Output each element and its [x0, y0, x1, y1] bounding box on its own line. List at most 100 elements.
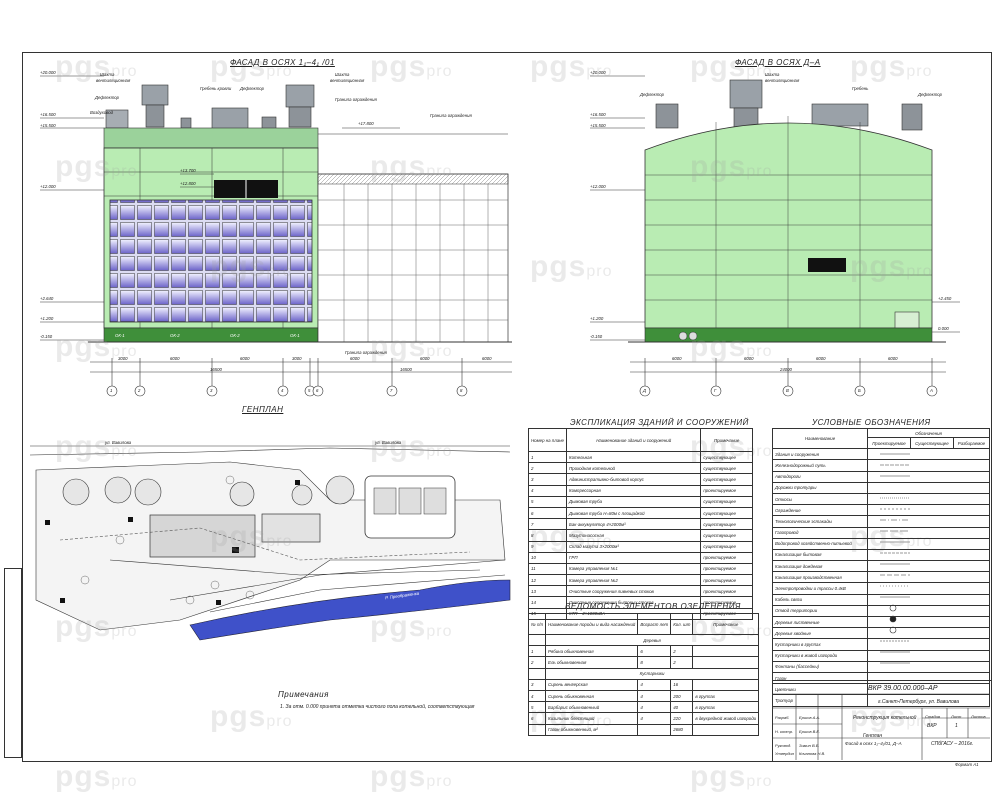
table-row: Дорожки тротуары	[772, 481, 990, 494]
sheet-desc: Фасад в осях 1₁–4₁/01, Д–А	[845, 741, 902, 746]
dimension: 6000	[170, 356, 180, 361]
table-row: Канализация дождевая	[772, 560, 990, 573]
facade-1-label: Гребень кровли	[200, 86, 232, 91]
elevation-mark: +12.000	[40, 184, 56, 189]
facade-2-label: Шахта	[765, 72, 780, 77]
table-row: Электропроводки и трассы 0.4кВ	[772, 582, 990, 595]
legend-title: УСЛОВНЫЕ ОБОЗНАЧЕНИЯ	[812, 418, 931, 427]
dimension: 6000	[350, 356, 360, 361]
axis-label: 5	[308, 388, 311, 393]
dimension: 3000	[118, 356, 128, 361]
col-header: Номер на плане	[528, 428, 567, 452]
elevation-mark: +17.800	[358, 121, 374, 126]
elevation-mark: +13.700	[180, 168, 196, 173]
facade-2-label: вентиляционная	[765, 78, 800, 83]
dimension-total: 24000	[780, 367, 792, 372]
col-header: Возраст лет	[637, 613, 672, 635]
facade-2-title: ФАСАД В ОСЯХ Д–А	[735, 58, 821, 67]
elevation-mark: 0.000	[938, 326, 949, 331]
facade-1-label: Дефлектор	[95, 95, 120, 100]
elevation-mark: +1.200	[40, 316, 54, 321]
dimension: 6000	[672, 356, 682, 361]
table-row: Технологические эстакады	[772, 515, 990, 528]
elevation-mark: +1.200	[590, 316, 604, 321]
person-name: Зимин В.Е.	[799, 743, 820, 748]
col-header: Разбираемое	[952, 436, 991, 450]
axis-label: 7	[390, 388, 393, 393]
facade-1-label: Гранила ограждения	[345, 350, 387, 355]
street-label: ул. Вавилова	[105, 440, 132, 445]
table-row: Здания и сооружения	[772, 448, 990, 461]
col-header: Существующее	[909, 436, 954, 450]
table-row: Кустарники в группах	[772, 638, 990, 651]
sheet-label: Генплан	[863, 733, 883, 739]
title-block: ВКР 39.00.00.000–АР г.Санкт-Петербург, у…	[772, 680, 992, 762]
dimension: 6000	[240, 356, 250, 361]
person-name: Ершов В.Е.	[799, 729, 821, 734]
col-header: Проектируемое	[867, 436, 911, 450]
dimension: 6000	[482, 356, 492, 361]
facade-1-label: вентиляционная	[330, 78, 365, 83]
plate-label: ОК-1	[115, 333, 125, 338]
table-row: Кабель связи	[772, 593, 990, 606]
axis-label: Г	[714, 388, 717, 393]
notes-title: Примечания	[278, 690, 329, 699]
genplan-title: ГЕНПЛАН	[242, 405, 284, 414]
explication-title: ЭКСПЛИКАЦИЯ ЗДАНИЙ И СООРУЖЕНИЙ	[570, 418, 749, 427]
drawing-code: ВКР 39.00.00.000–АР	[868, 685, 938, 692]
col-header: Примечание	[700, 428, 753, 452]
table-row: Ограждение	[772, 504, 990, 517]
dimension: 6000	[816, 356, 826, 361]
col-header: Наименование породы и вида насаждений	[545, 613, 639, 635]
elevation-mark: +15.500	[590, 123, 606, 128]
plate-label: ОК-2	[230, 333, 240, 338]
table-row: Железнодорожный путь	[772, 459, 990, 472]
table-section: Деревья	[527, 633, 760, 647]
person-name: Ершов А.А.	[799, 715, 821, 720]
facade-1-label: Воздуховод	[90, 110, 114, 115]
col-header: Примечание	[692, 613, 760, 635]
col-header: Наименование зданий и сооружений	[565, 428, 702, 452]
organization: СПбГАСУ – 2016г.	[931, 741, 974, 747]
table-row: Фонтаны (бассейны)	[772, 660, 990, 673]
axis-label: Д	[643, 388, 647, 393]
col-header: Обозначения	[867, 428, 990, 438]
facade-1-label: Дефлектор	[240, 86, 265, 91]
table-row: Деревья лиственные	[772, 615, 990, 629]
role-label: Руковод.	[775, 743, 792, 748]
elevation-mark: +16.500	[590, 112, 606, 117]
col-header: Кол. шт	[670, 613, 694, 635]
axis-label: 6	[316, 388, 319, 393]
elevation-mark: -0.150	[40, 334, 53, 339]
axis-label: 4	[281, 388, 284, 393]
facade-1-label: Шахта	[335, 72, 350, 77]
elevation-mark: -0.150	[590, 334, 603, 339]
table-row: Газон	[772, 671, 990, 685]
address: г.Санкт-Петербург, ул. Вавилова	[878, 699, 960, 705]
facade-2	[590, 75, 960, 397]
role-label: Утвердил	[775, 751, 795, 756]
axis-label: 3	[210, 388, 213, 393]
facade-1-label: Гранила ограждения	[335, 97, 377, 102]
elevation-mark: +2.450	[938, 296, 952, 301]
project-name: Реконструкция котельной	[853, 715, 917, 721]
table-row: Деревья хвойные	[772, 627, 990, 640]
